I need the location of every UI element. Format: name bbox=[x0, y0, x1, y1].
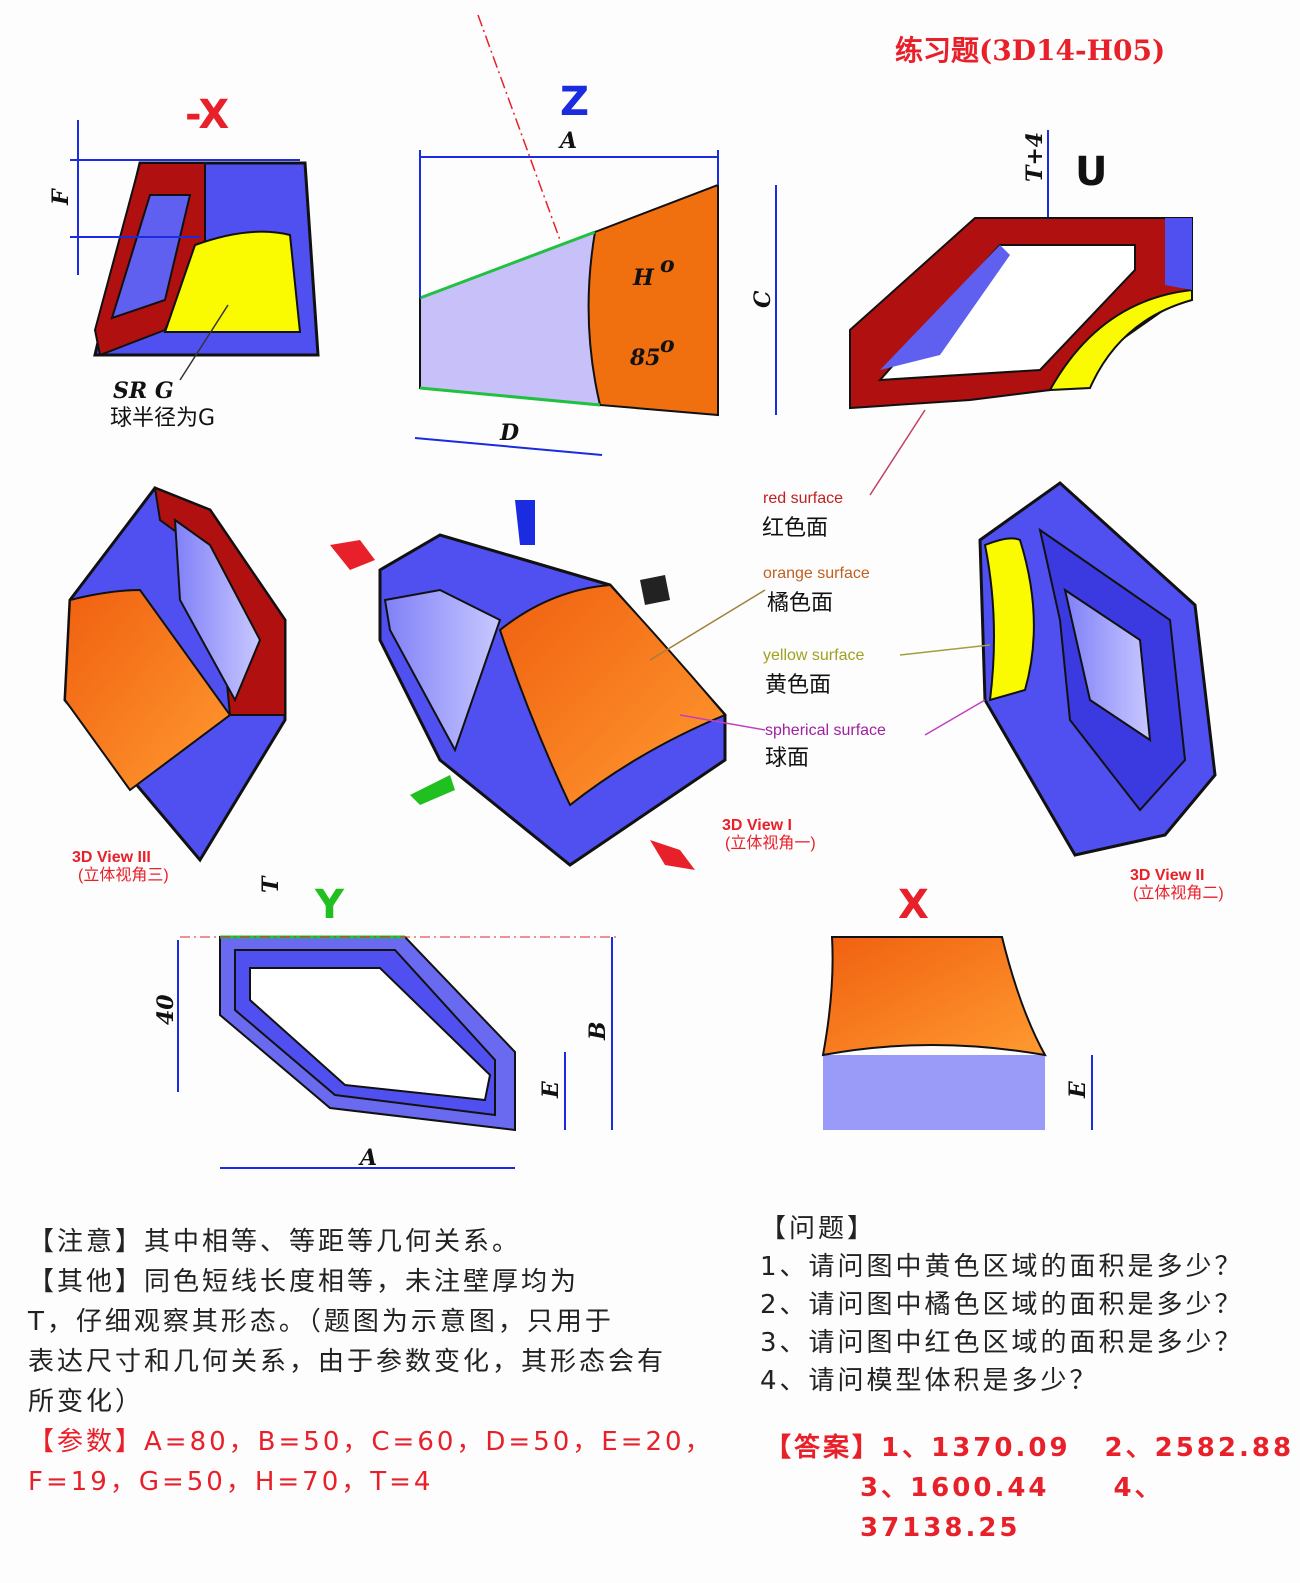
answers-label: 【答案】 bbox=[765, 1433, 882, 1463]
drawing: 练习题(3D14-H05) -X F SR G 球半径为G Z A C D H … bbox=[48, 14, 1224, 1171]
dim-H-deg: o bbox=[660, 252, 675, 278]
other-text-4: 所变化） bbox=[28, 1387, 145, 1417]
legend-cn-orange: 橘色面 bbox=[767, 591, 833, 616]
legend-cn-spherical: 球面 bbox=[765, 746, 809, 771]
view-z: Z A C D H o 85 o bbox=[414, 14, 777, 456]
view-3d-i: 3D View I (立体视角一) bbox=[330, 500, 816, 870]
view-label-z: Z bbox=[560, 79, 589, 125]
dim-SRG: SR G bbox=[113, 378, 174, 404]
question-2: 2、请问图中橘色区域的面积是多少？ bbox=[760, 1290, 1244, 1320]
answer-4: 4、37138.25 bbox=[860, 1473, 1164, 1543]
dim-D: D bbox=[499, 420, 519, 446]
question-4: 4、请问模型体积是多少？ bbox=[760, 1366, 1099, 1396]
view-label-x: X bbox=[898, 882, 929, 928]
other-text-3: 表达尺寸和几何关系，由于参数变化，其形态会有 bbox=[28, 1347, 667, 1377]
view2-label: 3D View II bbox=[1130, 867, 1204, 884]
legend-en-yellow: yellow surface bbox=[763, 647, 864, 664]
dim-SRG-cn: 球半径为G bbox=[110, 406, 215, 431]
answer-2: 2、2582.88 bbox=[1104, 1433, 1295, 1463]
dim-A-bottom: A bbox=[358, 1145, 377, 1171]
question-1: 1、请问图中黄色区域的面积是多少？ bbox=[760, 1252, 1244, 1282]
question-3: 3、请问图中红色区域的面积是多少？ bbox=[760, 1328, 1244, 1358]
dim-E-y: E bbox=[538, 1080, 564, 1099]
params-2: F=19，G=50，H=70，T=4 bbox=[28, 1467, 434, 1497]
dim-E-x: E bbox=[1065, 1080, 1091, 1099]
view-label-u: U bbox=[1075, 149, 1107, 195]
note-text: 其中相等、等距等几何关系。 bbox=[144, 1227, 522, 1257]
legend-cn-red: 红色面 bbox=[762, 516, 828, 541]
view3-label-cn: (立体视角三) bbox=[78, 866, 169, 884]
notes-block: 【注意】其中相等、等距等几何关系。 【其他】同色短线长度相等，未注壁厚均为 T，… bbox=[28, 1222, 728, 1502]
view-minus-x: -X F SR G 球半径为G bbox=[48, 92, 320, 431]
dim-H: H bbox=[632, 265, 655, 291]
dim-B: B bbox=[585, 1021, 611, 1041]
view1-label: 3D View I bbox=[722, 817, 792, 834]
view-y: Y T 40 A B E bbox=[153, 875, 620, 1171]
legend-en-spherical: spherical surface bbox=[765, 722, 886, 739]
note-label: 【注意】 bbox=[28, 1227, 145, 1257]
view-label-minus-x: -X bbox=[185, 92, 229, 138]
answer-1: 1、1370.09 bbox=[881, 1433, 1071, 1463]
dim-angle: 85 bbox=[629, 345, 661, 371]
view3-label: 3D View III bbox=[72, 849, 151, 866]
view-x: X E bbox=[821, 882, 1093, 1130]
dim-T: T bbox=[258, 875, 284, 893]
view1-label-cn: (立体视角一) bbox=[725, 834, 816, 852]
dim-F: F bbox=[48, 188, 74, 206]
view-3d-ii: 3D View II (立体视角二) bbox=[899, 481, 1224, 902]
view2-label-cn: (立体视角二) bbox=[1133, 884, 1224, 902]
surface-legend: red surface 红色面 orange surface 橘色面 yello… bbox=[762, 490, 886, 771]
params-1: A=80，B=50，C=60，D=50，E=20， bbox=[144, 1427, 714, 1457]
title: 练习题(3D14-H05) bbox=[895, 34, 1165, 67]
legend-en-red: red surface bbox=[763, 490, 843, 507]
view-label-y: Y bbox=[314, 882, 345, 928]
other-label: 【其他】 bbox=[28, 1267, 145, 1297]
questions-label: 【问题】 bbox=[760, 1214, 877, 1244]
dim-40: 40 bbox=[153, 994, 179, 1025]
dim-T4: T+4 bbox=[1022, 132, 1048, 182]
other-text-1: 同色短线长度相等，未注壁厚均为 bbox=[144, 1267, 580, 1297]
dim-C: C bbox=[750, 290, 776, 308]
params-label: 【参数】 bbox=[28, 1427, 145, 1457]
questions-block: 【问题】 1、请问图中黄色区域的面积是多少？ 2、请问图中橘色区域的面积是多少？… bbox=[760, 1210, 1300, 1400]
view-u: U T+4 bbox=[849, 130, 1193, 496]
dim-A-top: A bbox=[558, 128, 577, 154]
other-text-2: T，仔细观察其形态。（题图为示意图，只用于 bbox=[28, 1307, 614, 1337]
answer-3: 3、1600.44 bbox=[860, 1473, 1050, 1503]
view-3d-iii: 3D View III (立体视角三) bbox=[63, 486, 287, 884]
dim-angle-deg: o bbox=[660, 332, 675, 358]
legend-cn-yellow: 黄色面 bbox=[765, 673, 831, 698]
legend-en-orange: orange surface bbox=[763, 565, 870, 582]
